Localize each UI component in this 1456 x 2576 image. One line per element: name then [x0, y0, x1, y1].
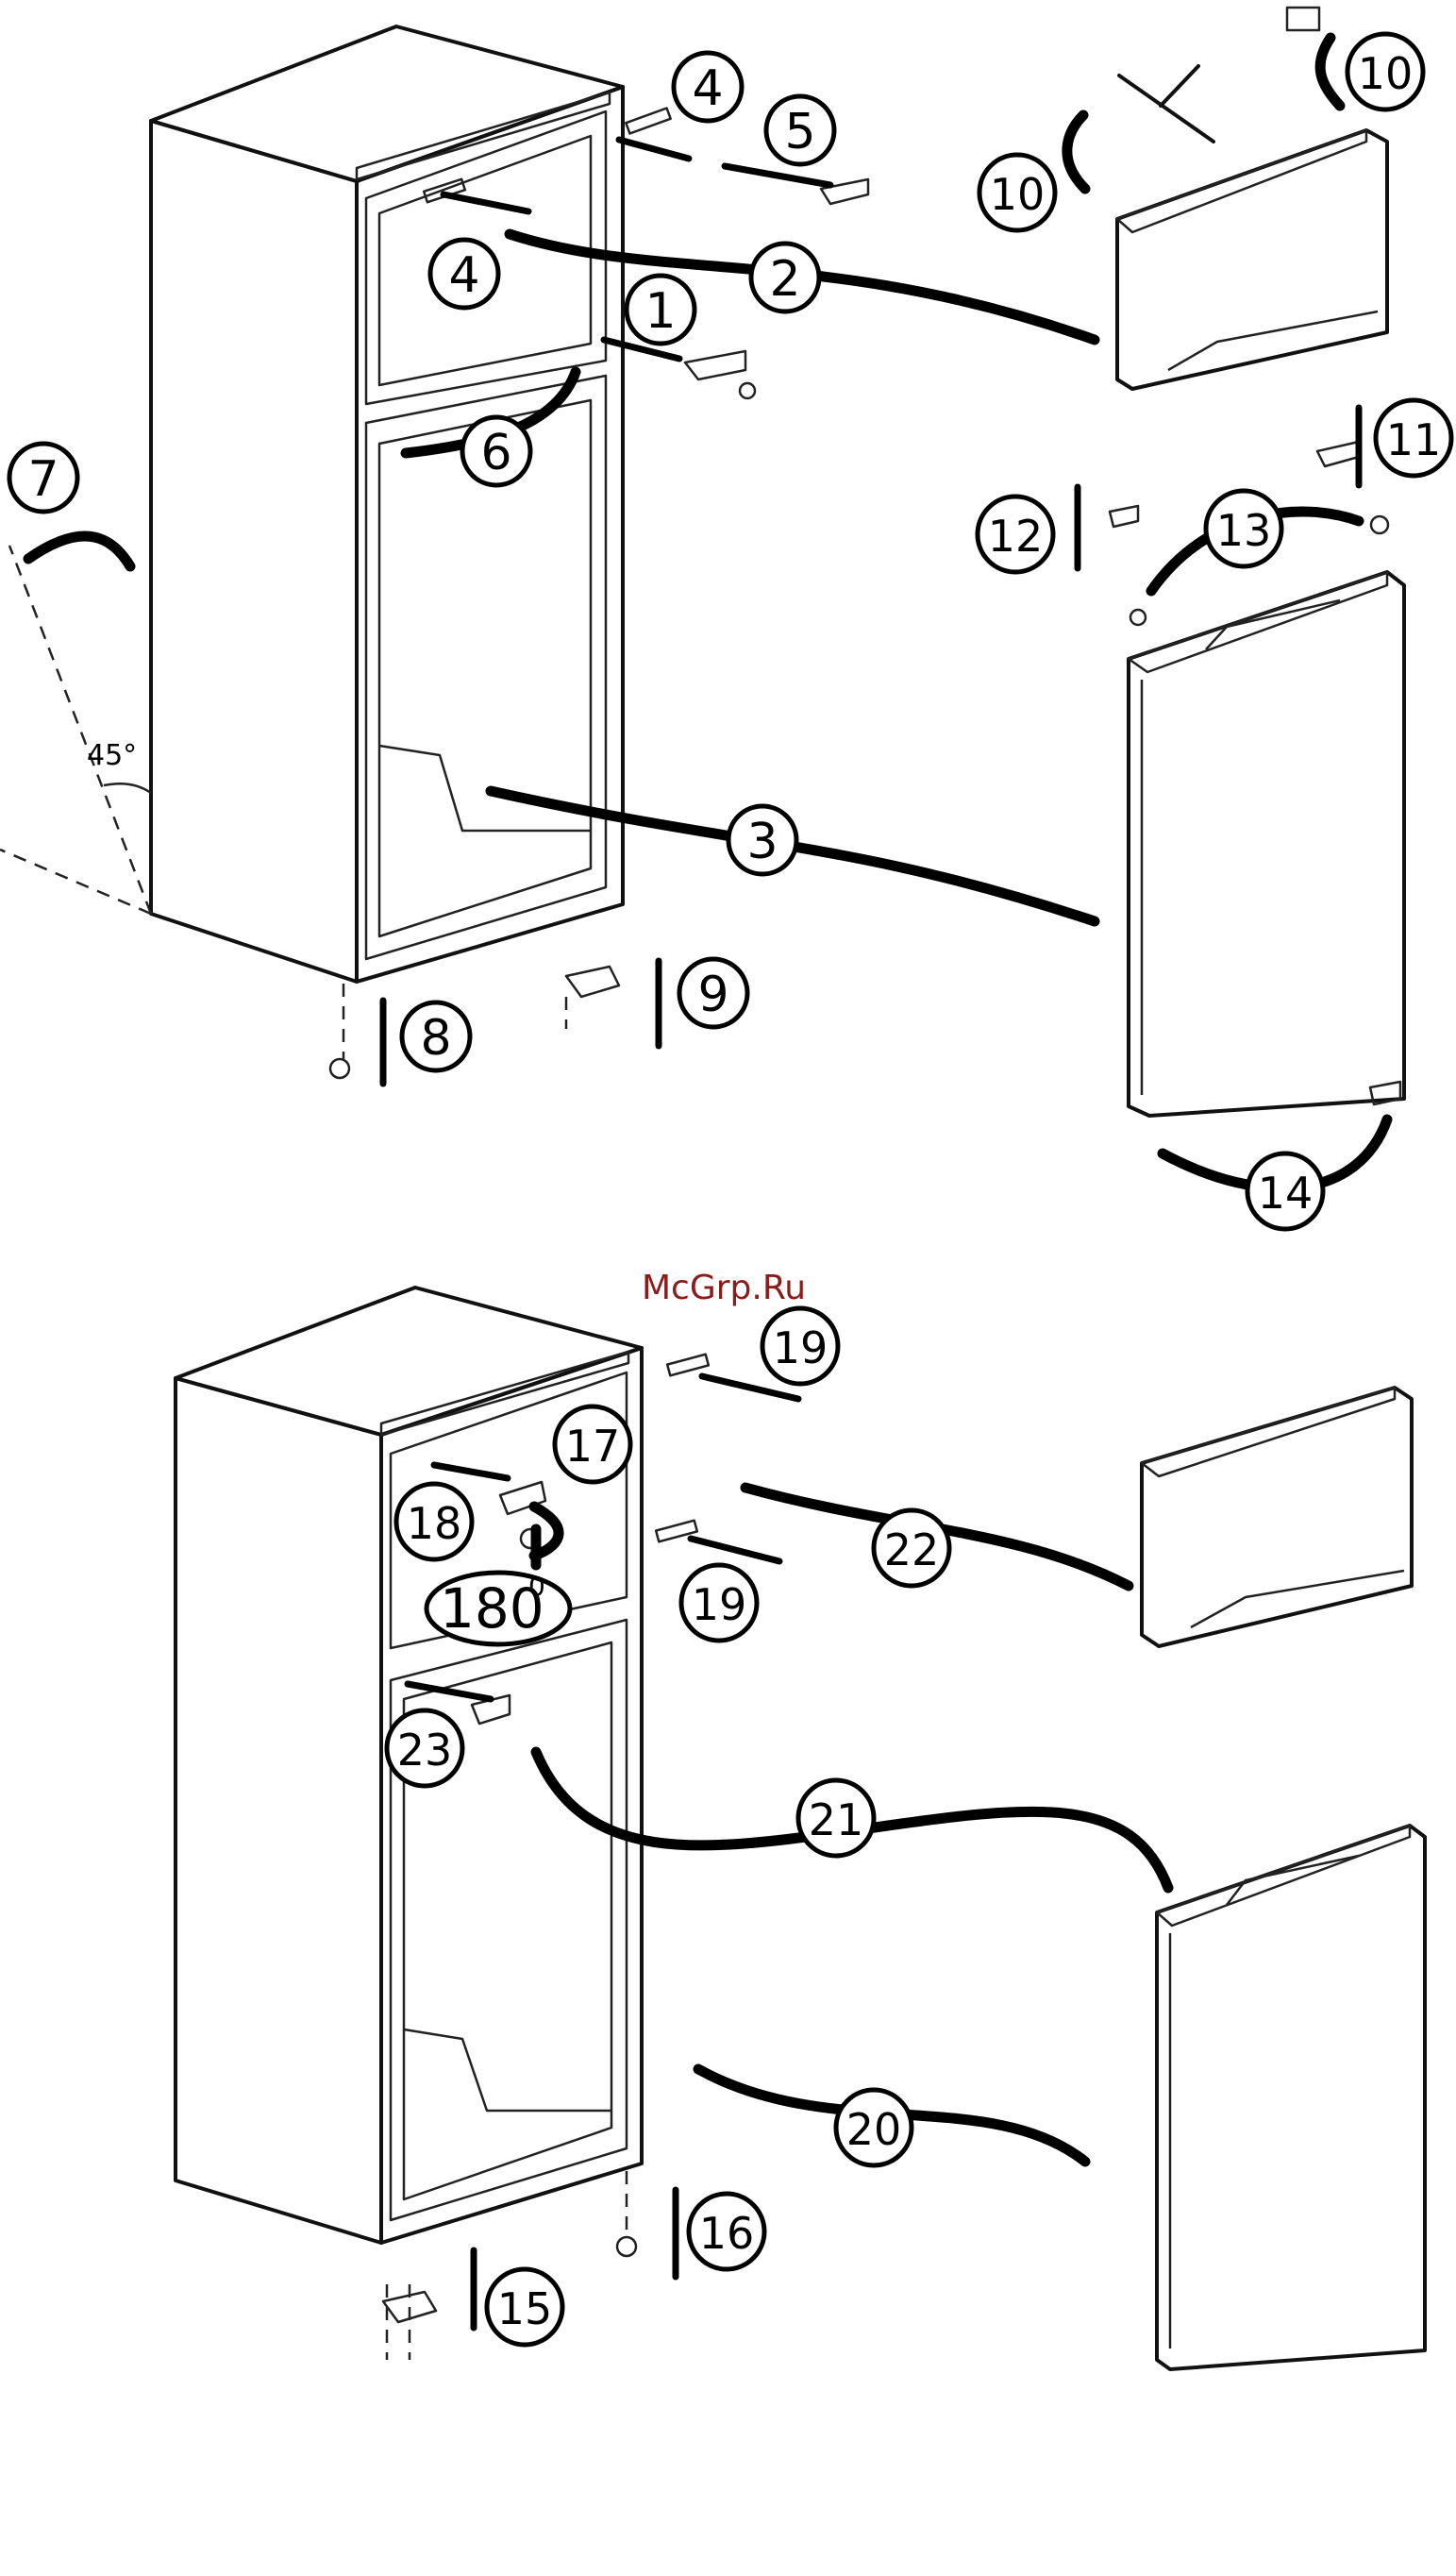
callout-16: 16 [689, 2194, 764, 2269]
callout-17: 17 [555, 1406, 630, 1482]
callout-20: 20 [836, 2090, 912, 2165]
svg-text:8: 8 [420, 1010, 451, 1067]
tilt-angle-guide [0, 546, 151, 914]
callout-9: 9 [679, 959, 747, 1027]
svg-text:14: 14 [1258, 1168, 1314, 1219]
svg-text:4: 4 [692, 60, 723, 117]
callout-5: 5 [766, 96, 834, 164]
svg-text:12: 12 [988, 511, 1044, 562]
svg-text:15: 15 [497, 2283, 553, 2334]
cabinet-front-frame [357, 87, 623, 982]
svg-text:7: 7 [27, 451, 59, 508]
svg-text:2: 2 [769, 251, 800, 308]
svg-text:4: 4 [448, 247, 479, 304]
cabinet-side-panel-bottom [176, 1378, 381, 2243]
callout-22: 22 [874, 1510, 949, 1586]
svg-text:10: 10 [1358, 48, 1414, 99]
callout-7: 7 [9, 444, 77, 512]
svg-text:5: 5 [784, 104, 815, 160]
callout-13: 13 [1206, 491, 1281, 566]
freezer-door-bottom [1142, 1388, 1412, 1646]
rotation-180-callout: 180 0 [427, 1571, 570, 1644]
svg-text:6: 6 [480, 425, 511, 481]
callout-4a: 4 [674, 53, 742, 121]
watermark: McGrp.Ru [642, 1269, 806, 1307]
fridge-door-top [1129, 572, 1404, 1116]
svg-text:23: 23 [397, 1725, 453, 1776]
svg-text:18: 18 [407, 1498, 462, 1549]
svg-text:21: 21 [809, 1794, 864, 1845]
callout-6: 6 [462, 417, 530, 485]
cabinet-side-panel [151, 121, 357, 982]
callout-14: 14 [1247, 1153, 1323, 1229]
callout-19b: 19 [681, 1565, 757, 1641]
svg-text:3: 3 [746, 814, 778, 870]
svg-text:10: 10 [990, 169, 1046, 220]
crisper-drawer-outline-bottom [404, 2029, 611, 2111]
callout-8: 8 [402, 1002, 470, 1070]
callout-15: 15 [487, 2269, 562, 2345]
svg-text:13: 13 [1216, 505, 1272, 556]
svg-text:19: 19 [773, 1322, 828, 1373]
svg-text:11: 11 [1386, 414, 1442, 465]
callout-12: 12 [978, 497, 1053, 572]
bottom-arrows [408, 1376, 1168, 2328]
rotation-degree-mark: 0 [528, 1571, 545, 1602]
callout-11: 11 [1376, 400, 1451, 476]
svg-text:22: 22 [884, 1524, 940, 1575]
callout-21: 21 [798, 1780, 874, 1856]
fridge-door-bottom [1157, 1826, 1425, 2369]
callout-10a: 10 [1347, 34, 1423, 109]
svg-text:17: 17 [565, 1421, 621, 1472]
callout-3: 3 [728, 806, 796, 874]
svg-text:16: 16 [699, 2208, 755, 2259]
top-fridge-cabinet [151, 26, 623, 982]
callout-10b: 10 [979, 155, 1055, 230]
callout-19a: 19 [762, 1308, 838, 1384]
tilt-angle-label: 45° [87, 739, 137, 772]
callout-4b: 4 [430, 240, 498, 308]
callout-18: 18 [396, 1484, 472, 1559]
callout-2: 2 [751, 244, 819, 311]
svg-text:9: 9 [697, 967, 728, 1023]
svg-text:1: 1 [644, 283, 676, 340]
crisper-drawer-outline [379, 746, 591, 831]
svg-text:20: 20 [846, 2104, 902, 2155]
svg-text:19: 19 [692, 1579, 747, 1630]
callout-1: 1 [627, 276, 695, 344]
callout-23: 23 [387, 1710, 462, 1786]
freezer-door-top [1117, 130, 1387, 389]
